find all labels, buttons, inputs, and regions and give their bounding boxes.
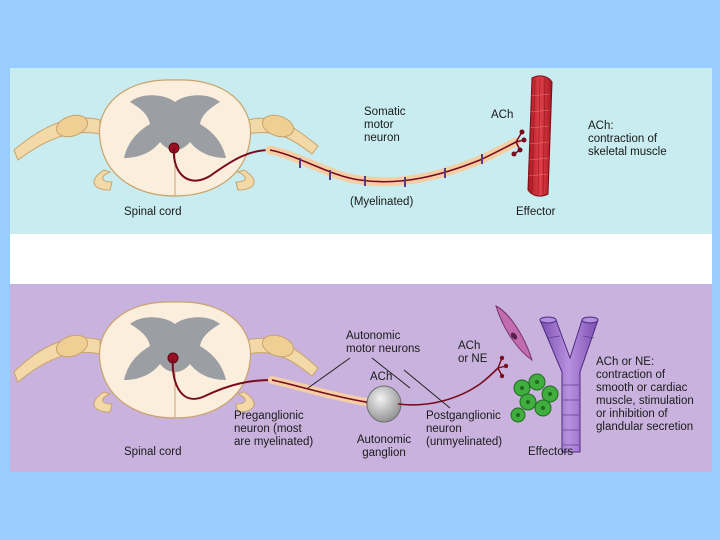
pointer-lines [307, 357, 451, 409]
skeletal-muscle [527, 75, 553, 197]
autonomic-effect-label: ACh or NE: contraction of smooth or card… [596, 356, 694, 433]
smooth-muscle-vessel [539, 316, 599, 453]
skeletal-effect-label: ACh: contraction of skeletal muscle [588, 120, 667, 158]
preganglionic-axon [268, 376, 379, 413]
ach-label-ganglion: ACh [370, 371, 393, 383]
effectors-label: Effectors [528, 446, 574, 458]
autonomic-motor-neurons-label: Autonomic motor neurons [346, 330, 421, 355]
ach-label-top: ACh [491, 109, 514, 121]
postganglionic-axon [397, 355, 509, 406]
gland-cells [510, 373, 559, 423]
preganglionic-label: Preganglionic neuron (most are myelinate… [234, 410, 314, 448]
cardiac-muscle-cell [495, 305, 533, 362]
autonomic-ganglion [366, 385, 402, 423]
postganglionic-label: Postganglionic neuron (unmyelinated) [426, 410, 503, 448]
somatic-motor-neuron-label: Somatic motor neuron [364, 106, 406, 144]
autonomic-ganglion-label: Autonomic ganglion [356, 434, 412, 459]
somatic-axon [265, 129, 527, 187]
spinal-cord-label-bottom: Spinal cord [124, 446, 182, 458]
ach-or-ne-label: ACh or NE [458, 340, 488, 365]
spinal-cord-bottom [13, 301, 319, 419]
spinal-cord-top [13, 79, 319, 197]
myelinated-label: (Myelinated) [350, 196, 414, 208]
spinal-cord-label-top: Spinal cord [124, 206, 182, 218]
panel-divider [10, 234, 712, 284]
effector-label: Effector [516, 206, 556, 218]
